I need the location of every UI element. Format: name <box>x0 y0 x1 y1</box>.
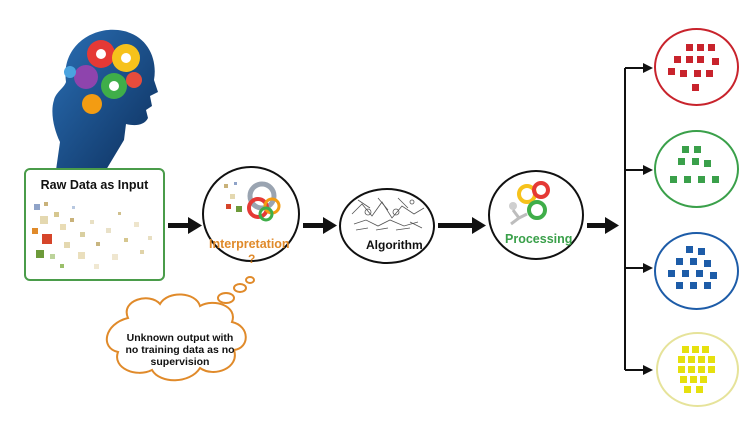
interpretation-question-mark: ? <box>248 252 256 266</box>
cluster-yellow <box>656 332 739 407</box>
processing-label: Processing <box>505 232 573 246</box>
input-title: Raw Data as Input <box>40 178 149 192</box>
arrow-right-icon <box>605 217 619 234</box>
cluster-red <box>654 28 739 106</box>
gears-icon <box>224 181 281 222</box>
arrow-right-icon <box>188 217 202 234</box>
arrow-right-icon <box>472 217 486 234</box>
algorithm-label: Algorithm <box>366 238 423 252</box>
person-gears-icon <box>509 181 550 226</box>
scattered-data-points <box>32 202 152 269</box>
arrow-right-icon <box>323 217 337 234</box>
cluster-blue <box>654 232 739 310</box>
raw-data-input-box: Raw Data as Input <box>24 168 165 281</box>
head-gears-icon <box>52 29 158 170</box>
algorithm-sketch-icon <box>351 197 425 231</box>
cluster-green <box>654 130 739 208</box>
cloud-line: supervision <box>150 356 210 368</box>
thought-cloud-icon <box>105 276 255 382</box>
algorithm-step <box>339 188 435 264</box>
cloud-note: Unknown output with no training data as … <box>120 332 240 368</box>
cloud-line: no training data as no <box>125 344 235 356</box>
cloud-line: Unknown output with <box>126 332 234 344</box>
interpretation-label: Interpretation <box>209 237 290 251</box>
